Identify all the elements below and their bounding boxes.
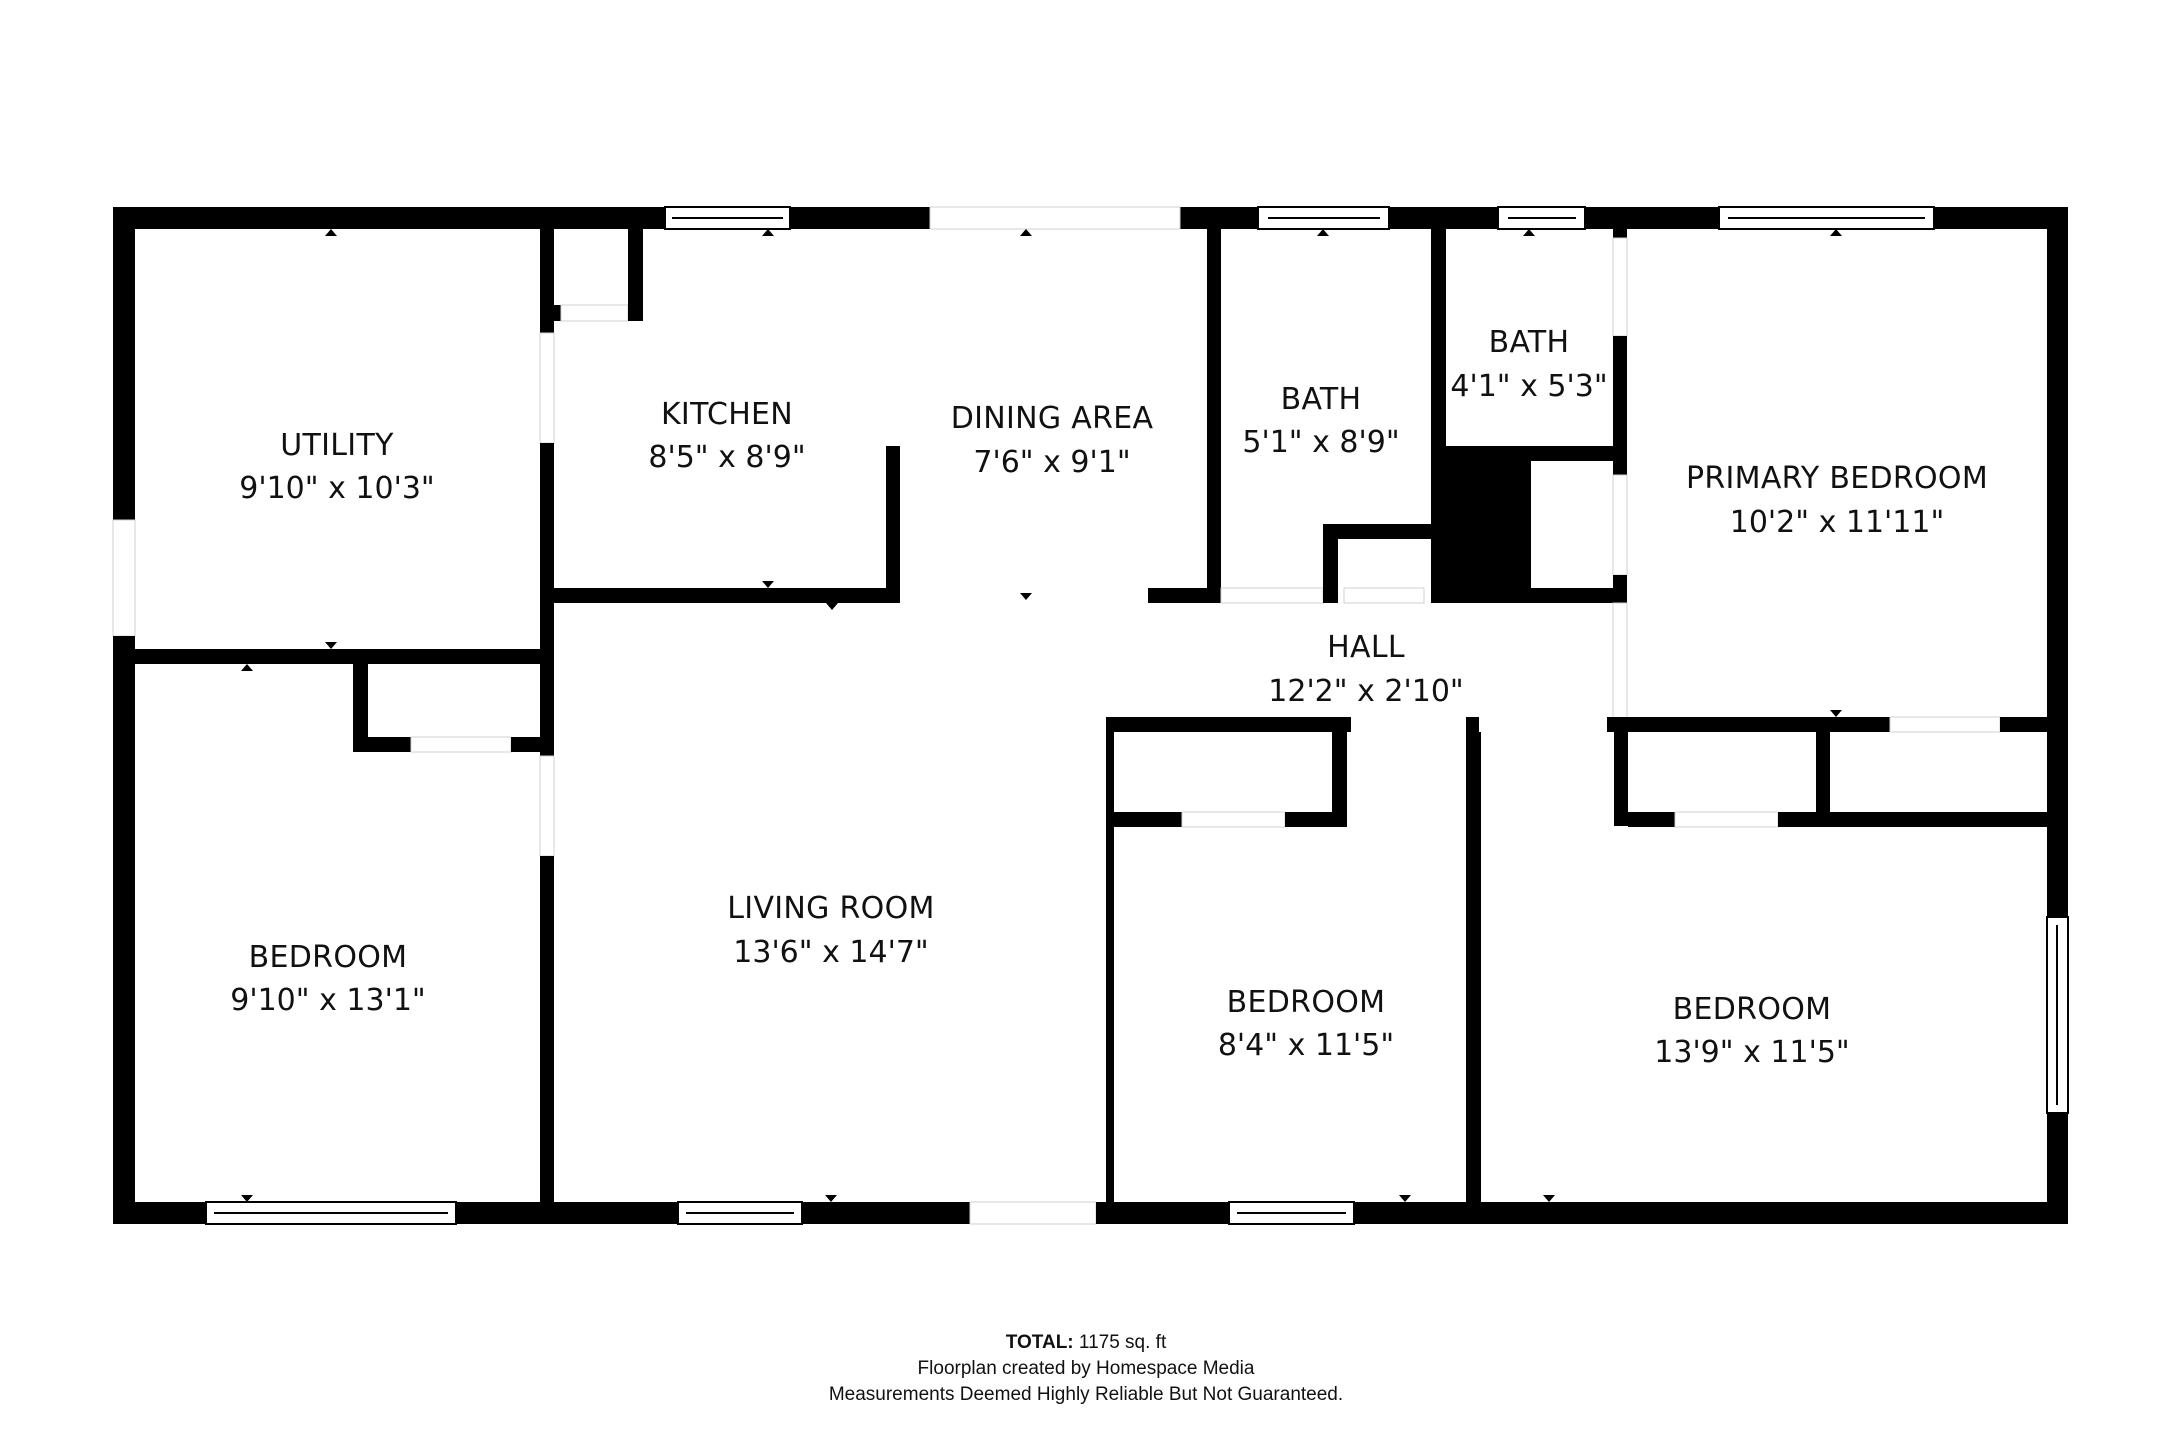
room-name: BEDROOM — [1227, 985, 1386, 1020]
room-kitchen: KITCHEN 8'5" x 8'9" — [648, 397, 805, 475]
total-value: 1175 sq. ft — [1078, 1332, 1167, 1353]
room-living-room: LIVING ROOM 13'6" x 14'7" — [727, 891, 934, 970]
room-dining-area: DINING AREA 7'6" x 9'1" — [951, 401, 1154, 480]
room-name: BATH — [1489, 325, 1570, 360]
room-dimensions: 9'10" x 13'1" — [230, 983, 425, 1018]
room-dimensions: 4'1" x 5'3" — [1450, 369, 1607, 404]
disclaimer-text: Measurements Deemed Highly Reliable But … — [828, 1384, 1344, 1405]
room-dimensions: 10'2" x 11'11" — [1730, 505, 1945, 540]
room-dimensions: 7'6" x 9'1" — [973, 445, 1130, 480]
room-bedroom-1: BEDROOM 9'10" x 13'1" — [230, 940, 425, 1018]
room-dimensions: 8'5" x 8'9" — [648, 440, 805, 475]
outer-walls — [112, 206, 2069, 1225]
room-dimensions: 5'1" x 8'9" — [1242, 425, 1399, 460]
total-label: TOTAL: — [1005, 1332, 1074, 1353]
room-name: BEDROOM — [249, 940, 408, 975]
floorplan-footer: TOTAL: 1175 sq. ft Floorplan created by … — [0, 1330, 2172, 1408]
room-hall: HALL 12'2" x 2'10" — [1268, 630, 1463, 709]
room-name: PRIMARY BEDROOM — [1686, 461, 1988, 496]
room-dimensions: 8'4" x 11'5" — [1218, 1028, 1394, 1063]
room-dimensions: 9'10" x 10'3" — [239, 471, 434, 506]
room-name: LIVING ROOM — [727, 891, 934, 926]
dimension-markers — [241, 229, 1842, 1202]
room-primary-bedroom: PRIMARY BEDROOM 10'2" x 11'11" — [1686, 461, 1988, 540]
room-name: KITCHEN — [661, 397, 793, 432]
room-dimensions: 12'2" x 2'10" — [1268, 674, 1463, 709]
room-name: BEDROOM — [1673, 992, 1832, 1027]
interior-walls — [135, 229, 2047, 1224]
opening — [969, 1201, 1097, 1225]
credit-text: Floorplan created by Homespace Media — [917, 1358, 1255, 1379]
room-bath: BATH 5'1" x 8'9" — [1242, 382, 1399, 460]
room-name: UTILITY — [280, 428, 394, 463]
room-bedroom-2: BEDROOM 8'4" x 11'5" — [1218, 985, 1394, 1063]
total-area: TOTAL: 1175 sq. ft — [0, 1330, 2172, 1356]
opening — [929, 206, 1181, 230]
room-dimensions: 13'6" x 14'7" — [733, 935, 928, 970]
opening — [112, 519, 136, 637]
room-name: HALL — [1327, 630, 1405, 665]
room-bath-2: BATH 4'1" x 5'3" — [1450, 325, 1607, 404]
room-name: BATH — [1281, 382, 1362, 417]
room-utility: UTILITY 9'10" x 10'3" — [239, 428, 434, 506]
room-bedroom-3: BEDROOM 13'9" x 11'5" — [1654, 992, 1849, 1070]
room-name: DINING AREA — [951, 401, 1154, 436]
room-dimensions: 13'9" x 11'5" — [1654, 1035, 1849, 1070]
